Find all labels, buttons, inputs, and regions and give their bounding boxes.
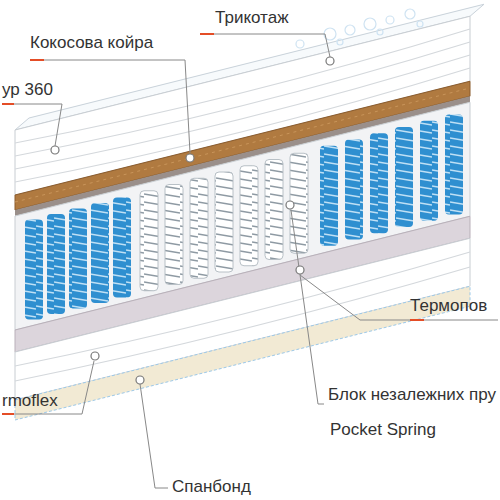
part-label: Кокосова койра xyxy=(30,33,153,53)
part-label: Pocket Spring xyxy=(330,420,436,440)
part-label: rmoflex xyxy=(2,391,58,411)
part-label: ур 360 xyxy=(2,80,53,100)
part-label: Блок незалежних пру xyxy=(328,385,496,405)
part-label: Трикотаж xyxy=(215,8,289,28)
callout-dots xyxy=(51,57,334,384)
part-label: Термопов xyxy=(410,296,487,316)
accent-marks xyxy=(2,34,424,414)
part-label: Спанбонд xyxy=(172,477,251,497)
leader-lines xyxy=(2,34,498,488)
